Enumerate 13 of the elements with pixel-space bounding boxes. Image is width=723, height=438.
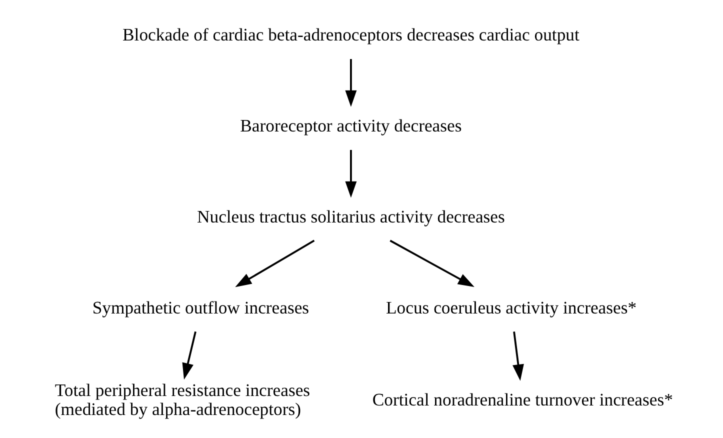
node-text: Nucleus tractus solitarius activity decreases [196, 206, 504, 226]
node-text: Blockade of cardiac beta-adrenoceptors decreases cardiac output [122, 24, 579, 45]
node-text: Cortical noradrenaline turnover increases* [372, 389, 672, 410]
node-text: Sympathetic outflow increases [92, 297, 309, 318]
arrow [344, 150, 356, 198]
arrow [389, 240, 474, 288]
node-text: Locus coeruleus activity increases* [386, 297, 636, 318]
arrow [182, 331, 196, 380]
arrow [234, 240, 314, 288]
node-text: Total peripheral resistance increases (mediated by alpha-adrenoceptors) [54, 380, 310, 419]
arrow [512, 331, 524, 381]
node-text: Baroreceptor activity decreases [240, 116, 462, 136]
arrow [344, 59, 356, 107]
